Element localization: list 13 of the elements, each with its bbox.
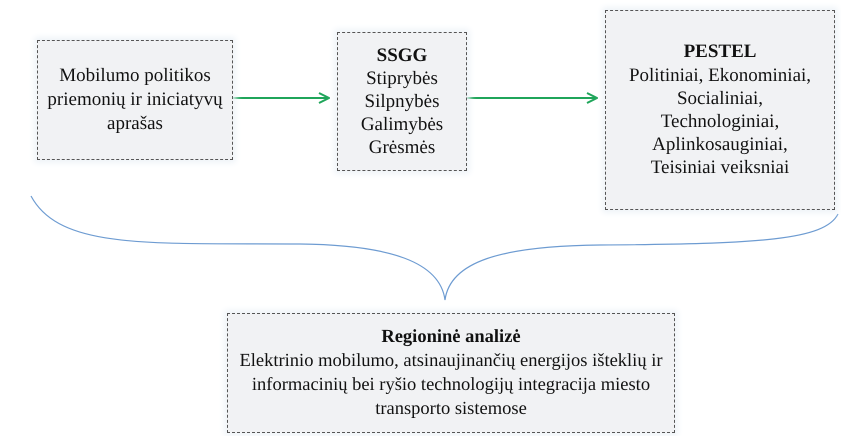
text-box: [227, 313, 675, 433]
text-box: [37, 40, 233, 160]
box-text: Mobilumo politikos priemonių ir iniciatyvų aprašas: [46, 64, 224, 136]
box-text: Elektrinio mobilumo, atsinaujinančių energijos išteklių ir informacinių bei ryšio technologijų integracija miesto transporto sistemose: [238, 350, 664, 422]
box-heading: PESTEL: [684, 40, 756, 64]
arrow: [467, 92, 598, 104]
box-heading: Regioninė analizė: [381, 326, 521, 349]
box-heading: SSGG: [376, 44, 428, 67]
box-text: Stiprybės Silpnybės Galimybės Grėsmės: [360, 66, 444, 160]
text-box: [605, 10, 835, 210]
text-box: [337, 32, 467, 171]
box-text: Politiniai, Ekonominiai, Socialiniai, Technologiniai, Aplinkosauginiai, Teisiniai veiksniai: [628, 64, 812, 180]
arrow: [233, 92, 330, 104]
